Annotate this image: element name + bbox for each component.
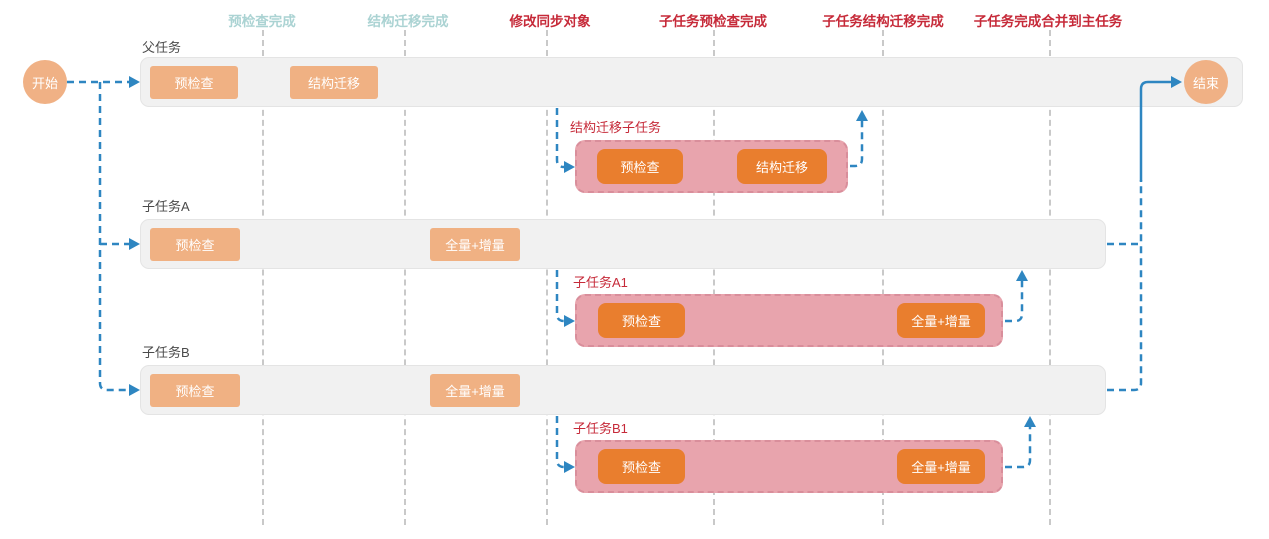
milestone-label-sub-struct-done: 子任务结构迁移完成 — [822, 14, 944, 29]
lane-label-subtask-a: 子任务A — [142, 199, 190, 214]
step-chip-structsub-struct-migration: 结构迁移 — [737, 149, 827, 184]
connector-b-to-b1 — [555, 416, 567, 469]
connector-structsub-to-parent — [850, 121, 864, 168]
step-chip-b-precheck: 预检查 — [150, 374, 240, 407]
lane-bar-subtask-b — [140, 365, 1106, 415]
milestone-line-precheck-done — [262, 30, 264, 525]
arrowhead-to-a1 — [564, 315, 575, 327]
milestone-label-sub-precheck-done: 子任务预检查完成 — [659, 14, 767, 29]
step-chip-parent-struct-migration: 结构迁移 — [290, 66, 378, 99]
arrowhead-to-structsub — [564, 161, 575, 173]
milestone-label-precheck-done: 预检查完成 — [228, 14, 296, 29]
arrowhead-b1-up — [1024, 416, 1036, 427]
milestone-line-sub-struct-done — [882, 30, 884, 525]
milestone-label-struct-done: 结构迁移完成 — [367, 14, 449, 29]
connector-b1-to-b — [1005, 427, 1032, 469]
arrowhead-start-to-b — [129, 384, 140, 396]
step-chip-a1-full-incremental: 全量+增量 — [897, 303, 985, 338]
start-node: 开始 — [23, 60, 67, 104]
subtask-label-b1: 子任务B1 — [573, 421, 628, 436]
milestone-line-modify-sync — [546, 30, 548, 525]
step-chip-a-precheck: 预检查 — [150, 228, 240, 261]
connector-start-branch-to-b — [98, 82, 130, 392]
milestone-line-sub-merged — [1049, 30, 1051, 525]
end-node: 结束 — [1184, 60, 1228, 104]
step-chip-b1-full-incremental: 全量+增量 — [897, 449, 985, 484]
step-chip-a1-precheck: 预检查 — [598, 303, 685, 338]
lane-bar-subtask-a — [140, 219, 1106, 269]
arrowhead-start-to-a — [129, 238, 140, 250]
milestone-line-sub-precheck-done — [713, 30, 715, 525]
lane-label-subtask-b: 子任务B — [142, 345, 190, 360]
arrowhead-start-to-parent — [129, 76, 140, 88]
step-chip-structsub-precheck: 预检查 — [597, 149, 683, 184]
subtask-label-struct-migration: 结构迁移子任务 — [570, 120, 662, 135]
arrowhead-a1-up — [1016, 270, 1028, 281]
step-chip-a-full-incremental: 全量+增量 — [430, 228, 520, 261]
connector-a1-to-a — [1005, 281, 1024, 323]
arrowhead-structsub-up — [856, 110, 868, 121]
subtask-label-a1: 子任务A1 — [573, 275, 628, 290]
step-chip-b1-precheck: 预检查 — [598, 449, 685, 484]
milestone-label-sub-merged: 子任务完成合并到主任务 — [973, 14, 1123, 29]
milestone-label-modify-sync: 修改同步对象 — [509, 14, 591, 29]
step-chip-b-full-incremental: 全量+增量 — [430, 374, 520, 407]
lane-label-parent-task: 父任务 — [142, 40, 182, 55]
connector-a-to-a1 — [555, 270, 567, 323]
milestone-line-struct-done — [404, 30, 406, 525]
connector-b-to-merge — [1107, 180, 1143, 392]
connector-parent-to-structsub — [555, 108, 567, 169]
arrowhead-to-b1 — [564, 461, 575, 473]
step-chip-parent-precheck: 预检查 — [150, 66, 238, 99]
